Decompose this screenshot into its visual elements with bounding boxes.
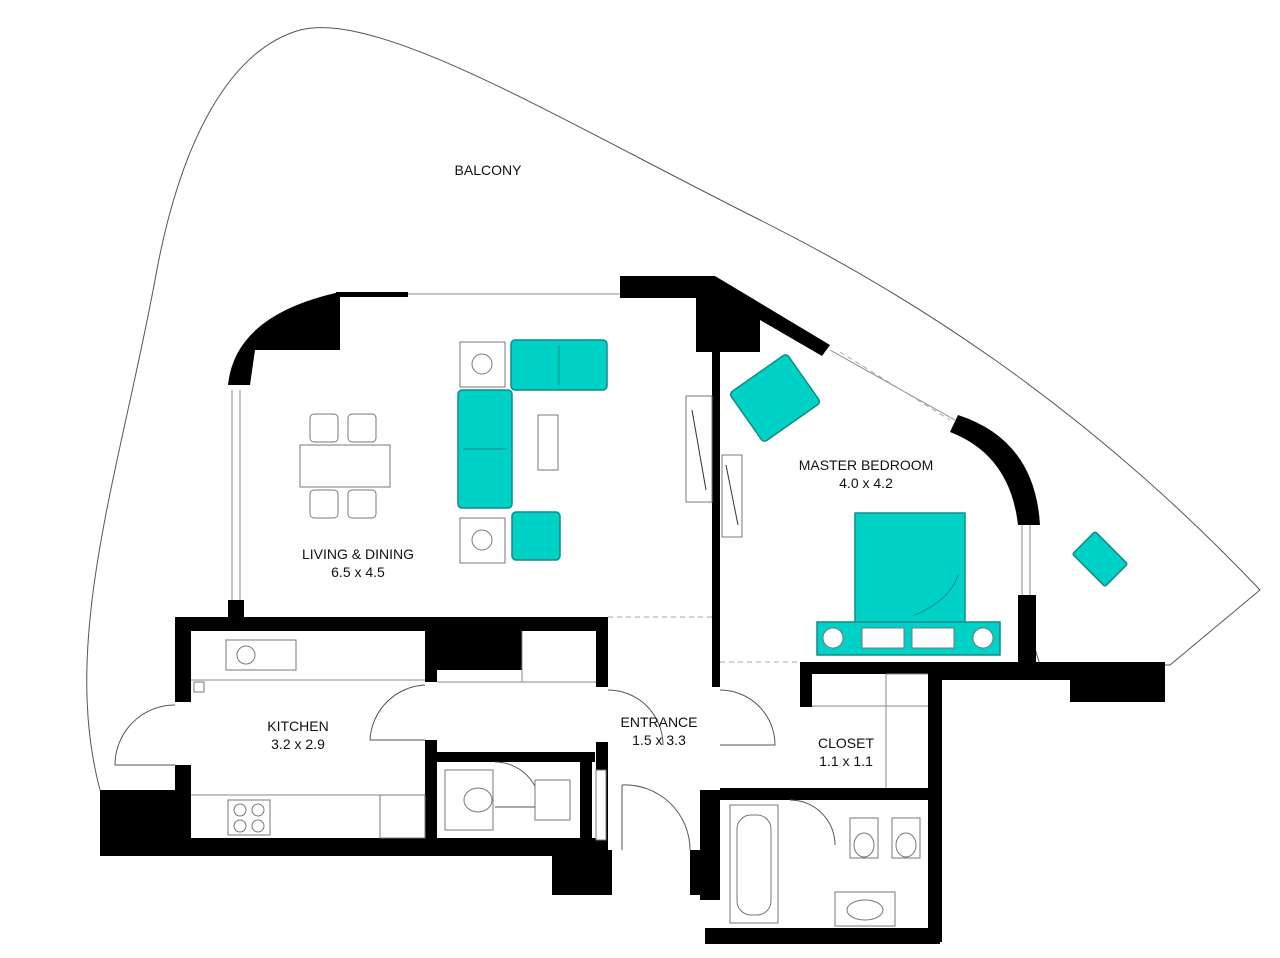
kitchen-label: KITCHEN 3.2 x 2.9: [267, 717, 328, 753]
master-bedroom-name: MASTER BEDROOM: [798, 457, 934, 473]
entrance-name: ENTRANCE: [620, 714, 698, 730]
living-furniture: [299, 339, 743, 564]
master-bedroom-label: MASTER BEDROOM 4.0 x 4.2: [799, 456, 934, 492]
master-bedroom-size: 4.0 x 4.2: [839, 475, 893, 491]
closet-name: CLOSET: [817, 735, 875, 751]
living-label: LIVING & DINING 6.5 x 4.5: [302, 545, 414, 581]
bath-fixtures: [444, 769, 921, 927]
doors: [114, 684, 836, 851]
entrance-size: 1.5 x 3.3: [632, 732, 686, 748]
walls: [100, 276, 1165, 944]
balcony-name: BALCONY: [454, 162, 522, 178]
kitchen-fixtures: [193, 639, 426, 839]
interior-lines: [191, 293, 1031, 796]
living-name: LIVING & DINING: [301, 546, 415, 562]
kitchen-name: KITCHEN: [267, 718, 329, 734]
closet-size: 1.1 x 1.1: [819, 753, 873, 769]
closet-label: CLOSET 1.1 x 1.1: [818, 734, 874, 770]
balcony-outline: [86, 27, 1261, 791]
entrance-label: ENTRANCE 1.5 x 3.3: [620, 713, 697, 749]
living-size: 6.5 x 4.5: [331, 564, 385, 580]
kitchen-size: 3.2 x 2.9: [271, 736, 325, 752]
bedroom-furniture: [729, 354, 1128, 656]
balcony-label: BALCONY: [455, 161, 522, 179]
